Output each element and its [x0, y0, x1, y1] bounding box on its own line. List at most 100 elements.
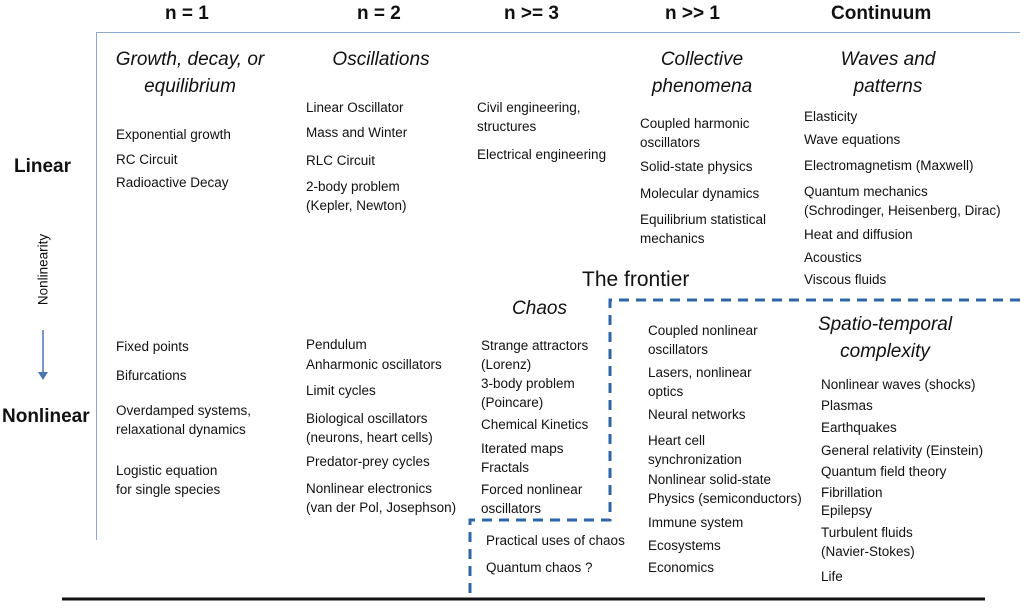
- frontier-dashed-boundary: [468, 298, 1020, 596]
- item-line: Coupled nonlinear: [648, 323, 758, 338]
- frontier-label: The frontier: [582, 268, 690, 291]
- item-line: Pendulum: [306, 337, 367, 352]
- item-line: oscillators: [640, 134, 701, 150]
- item-nl-n1-1: Bifurcations: [116, 367, 187, 386]
- item-line: Limit cycles: [306, 383, 376, 398]
- section-title-oscillations: Oscillations: [332, 49, 430, 70]
- item-line: Linear Oscillator: [306, 100, 404, 115]
- axis-label-wrap: Nonlinearity: [0, 234, 113, 305]
- item-line: General relativity (Einstein): [821, 443, 984, 458]
- item-line: (neurons, heart cells): [306, 429, 433, 445]
- item-line: Mass and Winter: [306, 125, 408, 140]
- item-lin-cont-3: Quantum mechanics (Schrodinger, Heisenber…: [804, 183, 1001, 220]
- item-line: Quantum mechanics: [804, 184, 928, 199]
- item-line: relaxational dynamics: [116, 421, 246, 437]
- item-line: Bifurcations: [116, 368, 187, 383]
- item-line: 3-body problem: [481, 376, 575, 391]
- item-nl-cont-8: Life: [821, 568, 843, 587]
- item-line: (Kepler, Newton): [306, 197, 407, 213]
- item-nl-n2-5: Nonlinear electronics(van der Pol, Josep…: [306, 480, 456, 517]
- item-nl-n1-2: Overdamped systems, relaxational dynamics: [116, 402, 251, 439]
- item-line: Radioactive Decay: [116, 175, 229, 190]
- item-line: oscillators: [648, 341, 709, 357]
- item-line: (Schrodinger, Heisenberg, Dirac): [804, 202, 1001, 218]
- item-line: Electrical engineering: [477, 147, 607, 162]
- item-nl-n3-2: Chemical Kinetics: [481, 416, 588, 435]
- item-lin-cont-5: Acoustics: [804, 249, 862, 268]
- column-header-nmany: n >> 1: [665, 3, 720, 24]
- item-line: for single species: [116, 481, 221, 497]
- item-nl-n3-4: Fractals: [481, 459, 529, 478]
- item-line: 2-body problem: [306, 179, 400, 194]
- item-nl-cont-3: General relativity (Einstein): [821, 442, 983, 461]
- item-line: Coupled harmonic: [640, 116, 750, 131]
- item-line: (van der Pol, Josephson): [306, 499, 457, 515]
- item-nl-cont-0: Nonlinear waves (shocks): [821, 376, 976, 395]
- item-line: oscillators: [481, 500, 542, 516]
- item-line: RLC Circuit: [306, 153, 376, 168]
- item-line: Exponential growth: [116, 127, 231, 142]
- item-nl-cont-7: Turbulent fluids(Navier-Stokes): [821, 524, 915, 561]
- item-line: Ecosystems: [648, 538, 721, 553]
- item-nl-n3-1: 3-body problem(Poincare): [481, 375, 575, 412]
- item-lin-n2-2: RLC Circuit: [306, 152, 375, 171]
- item-line: Quantum field theory: [821, 464, 947, 479]
- item-lin-cont-6: Viscous fluids: [804, 271, 886, 290]
- item-lin-n1-1: RC Circuit: [116, 151, 178, 170]
- item-line: Molecular dynamics: [640, 186, 760, 201]
- item-line: Electromagnetism (Maxwell): [804, 158, 974, 173]
- item-line: Overdamped systems,: [116, 403, 252, 418]
- item-lin-cont-4: Heat and diffusion: [804, 226, 913, 245]
- item-nl-nmany-2: Neural networks: [648, 406, 746, 425]
- item-line: (Lorenz): [481, 356, 532, 372]
- item-lin-nmany-0: Coupled harmonic oscillators: [640, 115, 750, 152]
- item-line: Iterated maps: [481, 441, 564, 456]
- item-line: Solid-state physics: [640, 159, 753, 174]
- item-line: Wave equations: [804, 132, 901, 147]
- item-lin-n3-0: Civil engineering, structures: [477, 99, 581, 136]
- item-line: Immune system: [648, 515, 744, 530]
- item-nl-n2-2: Limit cycles: [306, 382, 376, 401]
- item-line: Fractals: [481, 460, 530, 475]
- item-line: Life: [821, 569, 843, 584]
- item-line: Fibrillation: [821, 485, 883, 500]
- item-nl-n2-0: Pendulum: [306, 336, 367, 355]
- item-lin-n1-2: Radioactive Decay: [116, 174, 229, 193]
- item-lin-n3-1: Electrical engineering: [477, 146, 606, 165]
- item-line: Acoustics: [804, 250, 862, 265]
- item-nl-n2-1: Anharmonic oscillators: [306, 356, 442, 375]
- section-title-chaos: Chaos: [512, 298, 567, 319]
- item-nl-nmany-5: Immune system: [648, 514, 743, 533]
- item-nl-n2-4: Predator-prey cycles: [306, 453, 430, 472]
- item-line: Strange attractors: [481, 338, 589, 353]
- item-line: structures: [477, 118, 537, 134]
- item-line: Biological oscillators: [306, 411, 428, 426]
- item-lin-cont-0: Elasticity: [804, 108, 857, 127]
- item-nl-n3-frontier-0: Practical uses of chaos: [486, 532, 625, 551]
- item-line: Forced nonlinear: [481, 482, 583, 497]
- item-line: Nonlinear solid-state: [648, 472, 772, 487]
- item-lin-cont-1: Wave equations: [804, 131, 900, 150]
- item-nl-n3-5: Forced nonlinear oscillators: [481, 481, 582, 518]
- item-nl-cont-1: Plasmas: [821, 397, 873, 416]
- item-line: Economics: [648, 560, 715, 575]
- item-lin-n2-0: Linear Oscillator: [306, 99, 404, 118]
- item-line: mechanics: [640, 230, 705, 246]
- item-lin-n1-0: Exponential growth: [116, 126, 231, 145]
- item-nl-nmany-6: Ecosystems: [648, 537, 721, 556]
- item-line: Civil engineering,: [477, 100, 581, 115]
- item-line: Viscous fluids: [804, 272, 887, 287]
- item-nl-n3-3: Iterated maps: [481, 440, 564, 459]
- item-nl-cont-2: Earthquakes: [821, 419, 897, 438]
- item-nl-n2-3: Biological oscillators (neurons, heart ce…: [306, 410, 433, 447]
- item-nl-nmany-7: Economics: [648, 559, 714, 578]
- axis-arrow-head: [38, 372, 48, 380]
- item-line: Turbulent fluids: [821, 525, 913, 540]
